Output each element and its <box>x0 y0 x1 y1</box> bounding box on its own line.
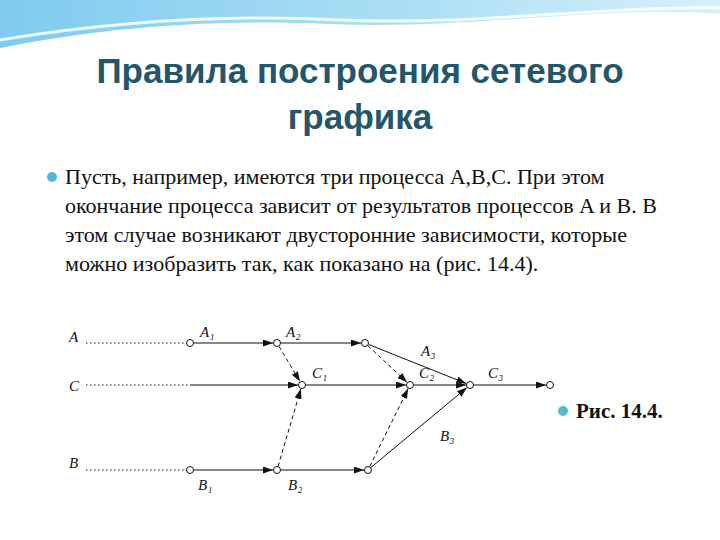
activity-label: A₁ <box>200 324 214 340</box>
bullet <box>47 172 57 182</box>
slide-title: Правила построения сетевого графика <box>40 48 680 140</box>
process-name: B <box>69 455 78 471</box>
activity-arrow <box>369 345 467 384</box>
event-circle <box>187 340 194 347</box>
dependency-arrow <box>370 389 408 467</box>
activity-label: B₃ <box>440 428 454 444</box>
activity-arrow <box>190 385 298 386</box>
activity-arrow <box>281 343 361 344</box>
bullet <box>558 406 568 416</box>
dependency-arrow <box>368 346 407 383</box>
dotted-lead <box>86 385 190 386</box>
activity-label: A₃ <box>421 343 435 359</box>
dependency-arrow <box>279 346 300 381</box>
event-circle <box>274 340 281 347</box>
network-graph <box>86 343 546 470</box>
activity-label: C₃ <box>488 365 503 381</box>
activity-arrow <box>306 385 406 386</box>
event-circle <box>467 382 474 389</box>
activity-arrow <box>474 385 546 386</box>
process-name: A <box>69 329 78 345</box>
activity-label: C₂ <box>419 365 434 381</box>
activity-arrow <box>281 470 364 471</box>
event-circle <box>299 382 306 389</box>
event-circle <box>547 382 554 389</box>
event-circle <box>187 467 194 474</box>
event-circle <box>365 467 372 474</box>
body-text: Пусть, например, имеются три процесса A,… <box>65 162 693 278</box>
activity-label: B₂ <box>288 477 302 493</box>
dependency-arrow <box>278 389 301 466</box>
activity-label: B₁ <box>198 477 212 493</box>
activity-arrow <box>371 388 467 468</box>
dotted-lead <box>86 343 186 344</box>
dotted-lead <box>86 470 186 471</box>
activity-label: C₁ <box>312 365 327 381</box>
activity-arrow <box>414 385 466 386</box>
activity-arrow <box>194 470 273 471</box>
process-name: C <box>69 378 79 394</box>
event-circle <box>274 467 281 474</box>
activity-label: A₂ <box>286 324 300 340</box>
figure-caption: Рис. 14.4. <box>576 399 663 423</box>
event-circle <box>362 340 369 347</box>
header-wave <box>0 0 720 48</box>
activity-arrow <box>194 343 273 344</box>
event-circles <box>187 340 554 474</box>
wave-streak <box>0 8 720 40</box>
event-circle <box>407 382 414 389</box>
